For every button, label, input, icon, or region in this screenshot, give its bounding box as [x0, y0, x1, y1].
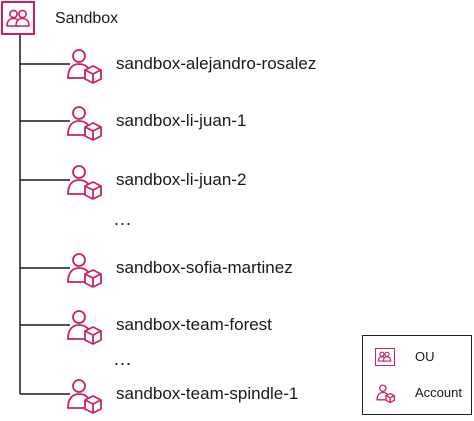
ou-icon: [375, 348, 395, 366]
legend-row-ou: OU: [375, 346, 471, 370]
ellipsis: ...: [114, 209, 133, 229]
account-label: sandbox-team-forest: [116, 315, 272, 334]
account-icon: [64, 248, 106, 290]
account-label: sandbox-team-spindle-1: [116, 384, 299, 403]
legend-ou-label: OU: [415, 349, 435, 364]
account-icon: [64, 101, 106, 143]
ellipsis: ...: [114, 349, 133, 369]
account-label: sandbox-alejandro-rosalez: [116, 54, 317, 73]
account-icon: [64, 374, 106, 416]
account-label: sandbox-li-juan-2: [116, 170, 247, 189]
account-icon: [375, 382, 397, 404]
account-icon: [64, 305, 106, 347]
account-icon: [64, 44, 106, 86]
account-label: sandbox-sofia-martinez: [116, 258, 293, 277]
root-ou-label: Sandbox: [55, 10, 119, 27]
legend-account-label: Account: [415, 385, 462, 400]
legend: OU Account: [362, 335, 472, 415]
legend-row-account: Account: [375, 382, 471, 406]
account-label: sandbox-li-juan-1: [116, 111, 247, 130]
account-icon: [64, 160, 106, 202]
ou-icon: [1, 1, 35, 35]
